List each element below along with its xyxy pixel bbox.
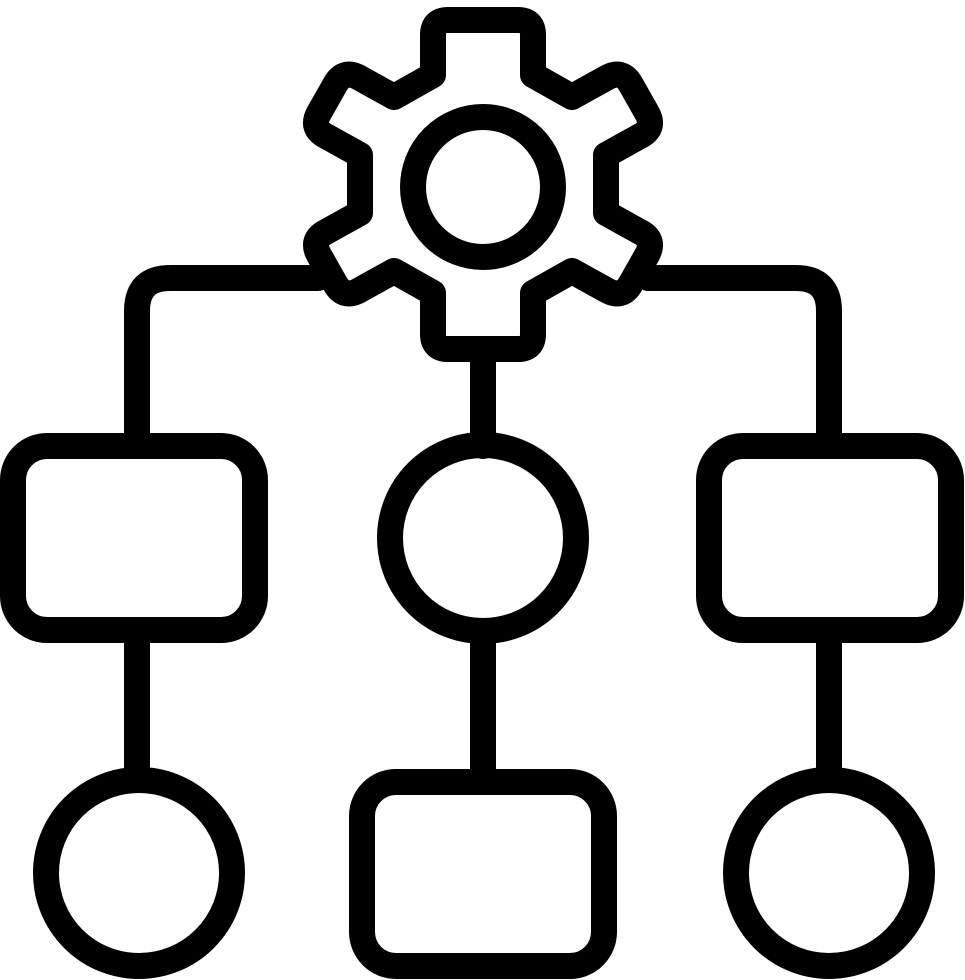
gear-hub-circle [400, 104, 566, 270]
process-box-left [0, 433, 268, 643]
result-circle-right [723, 767, 935, 979]
result-circle-left [33, 767, 245, 979]
gear-icon [303, 7, 663, 362]
process-circle-center [377, 432, 589, 644]
connector-gear-right [635, 265, 842, 459]
process-box-right [696, 433, 964, 643]
connector-gear-left [124, 265, 331, 459]
result-box-center [349, 769, 617, 979]
